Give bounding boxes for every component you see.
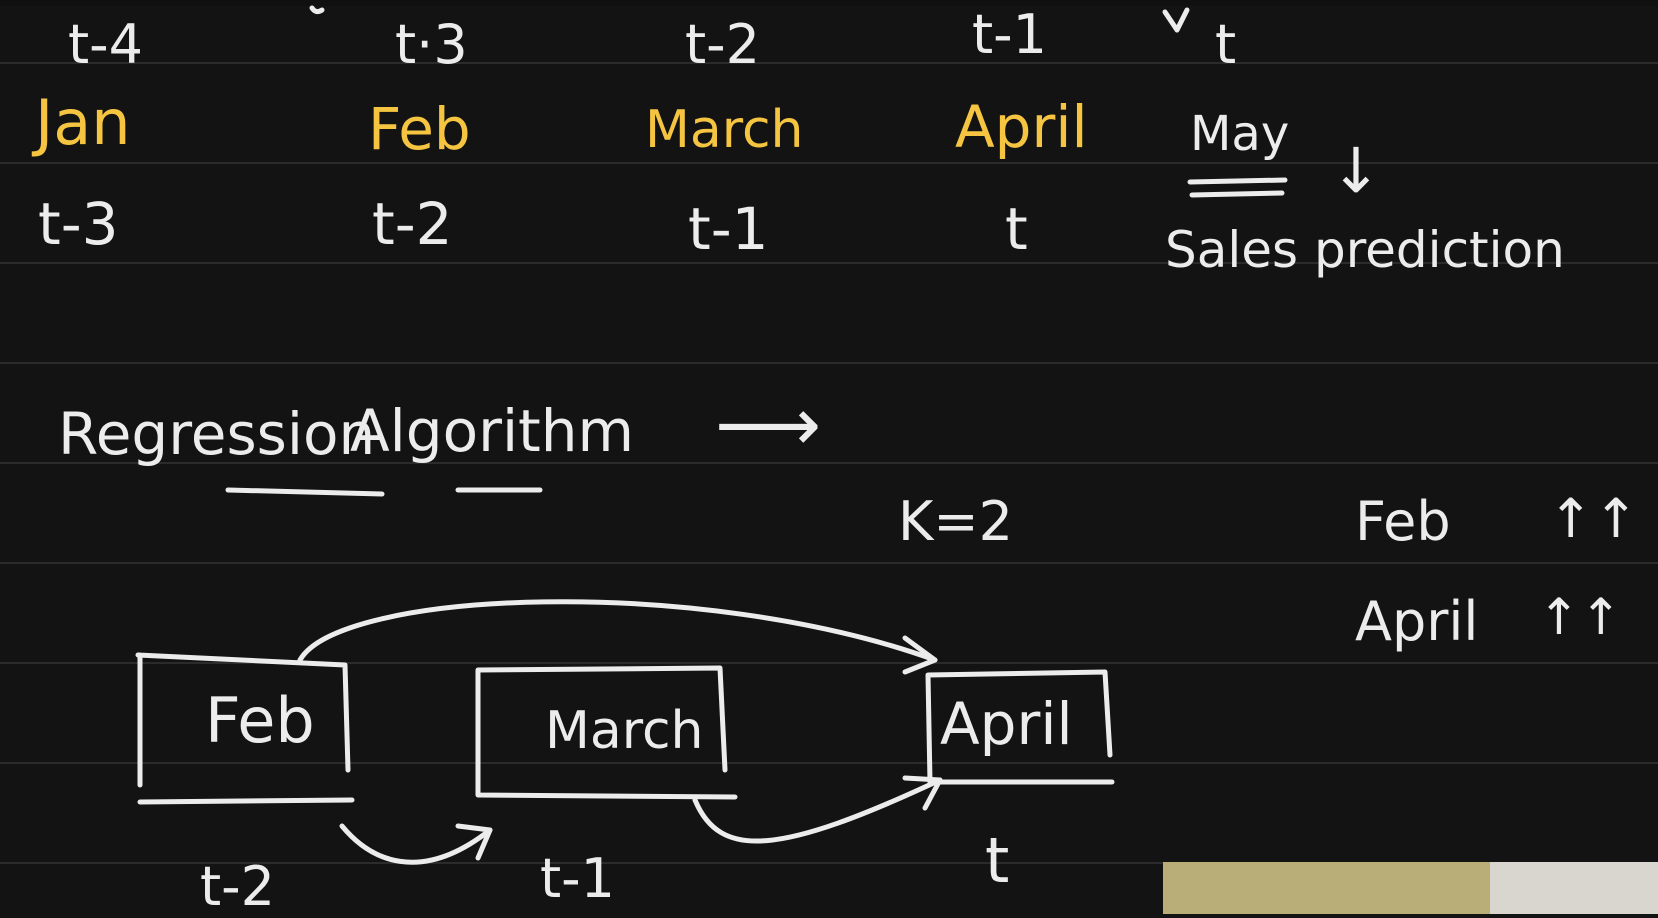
regression-word: Regression [58, 400, 376, 468]
curve-arrow-head-top [902, 635, 938, 675]
ruled-line [0, 62, 1658, 64]
top-edge [0, 0, 1658, 6]
time-label-t: t [1215, 13, 1237, 76]
month-march: March [645, 100, 804, 160]
month-april: April [955, 93, 1088, 161]
sales-prediction-label: Sales prediction [1165, 221, 1565, 279]
ruled-line [0, 362, 1658, 364]
right-arrow: ⟶ [715, 382, 822, 468]
curve-arrow-feb-april [297, 599, 938, 663]
regression-underline [225, 487, 385, 497]
note-month-april: April [1355, 590, 1479, 653]
time-label-t-3: t·3 [395, 13, 468, 76]
march-box [475, 665, 738, 800]
ruled-line [0, 762, 1658, 764]
box-label-april: April [940, 690, 1073, 758]
arrow-feb-march [339, 823, 493, 865]
may-underline-2 [1189, 190, 1285, 198]
time-label-t-1: t-1 [688, 195, 769, 263]
month-feb: Feb [368, 95, 471, 163]
box-label-feb: Feb [205, 684, 315, 757]
ruled-line [0, 562, 1658, 564]
note-up-arrows-feb: ↑↑ [1548, 487, 1639, 550]
arrow-head-march-april [902, 775, 943, 811]
feb-box [135, 652, 351, 788]
month-may: May [1190, 106, 1290, 162]
arrow-head-feb-march [455, 823, 493, 861]
may-underline [1187, 177, 1288, 185]
ruled-line [0, 662, 1658, 664]
feb-box-base [137, 797, 355, 805]
note-up-arrows-april: ↑↑ [1538, 588, 1622, 646]
time-label-t-3: t-3 [38, 190, 119, 258]
ruled-line [0, 162, 1658, 164]
time-label-t-2: t-2 [372, 190, 453, 258]
time-label-t-2: t-2 [685, 13, 761, 76]
arrow-march-april [692, 777, 943, 844]
diagram-time-t: t [985, 824, 1010, 897]
webcam-overlay-light [1490, 862, 1658, 914]
algorithm-word: Algorithm [350, 397, 635, 465]
diagram-time-t-2: t-2 [200, 855, 276, 918]
time-label-t-4: t-4 [68, 13, 144, 76]
time-label-t-1: t-1 [972, 3, 1048, 66]
ruled-line [0, 862, 1658, 864]
time-label-t: t [1005, 195, 1028, 263]
diagram-time-t-1: t-1 [540, 847, 616, 910]
note-month-feb: Feb [1355, 490, 1451, 553]
ruled-line [0, 462, 1658, 464]
month-jan: Jan [35, 86, 131, 159]
k-value-label: K=2 [898, 490, 1014, 553]
small-arrow-top [1162, 7, 1190, 33]
ruled-line [0, 262, 1658, 264]
stray-mark [309, 5, 325, 15]
down-arrow: ↓ [1330, 134, 1382, 207]
box-label-march: March [545, 701, 704, 761]
